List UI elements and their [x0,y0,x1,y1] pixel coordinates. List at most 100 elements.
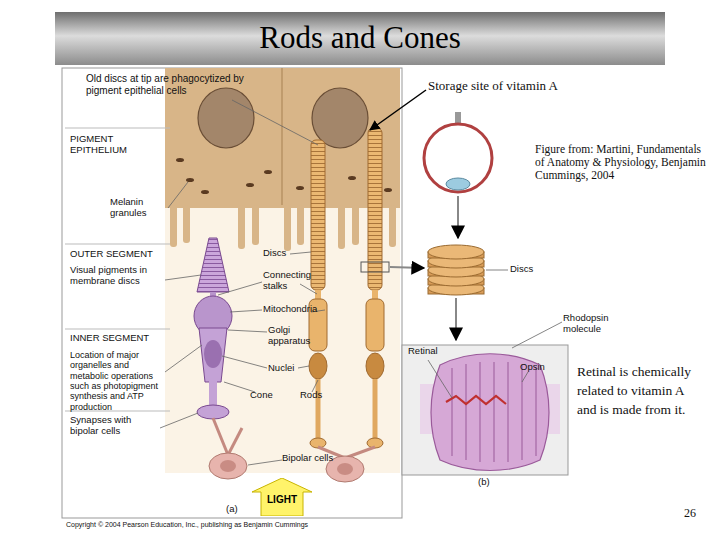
copyright-note: Copyright © 2004 Pearson Education, Inc.… [66,521,396,529]
pigment-epithelium [165,68,400,208]
leader-line [222,356,267,368]
figure-frame [62,68,402,518]
rod-synapse [310,438,326,448]
separator-line [65,244,170,245]
epithelium-processes [170,205,396,251]
leader-line [165,275,201,280]
cell-boundary [281,68,282,205]
opsin-helices [452,362,536,462]
source-note: Figure from: Martini, Fundamentals of An… [535,143,707,183]
epithelium-process [238,205,245,249]
connecting-stalk [372,290,378,299]
callout-arrow [370,90,426,130]
epithelium-process [170,205,177,247]
leader-line [522,372,528,382]
optic-nerve [455,112,461,124]
rod-outer-segment [311,140,325,290]
slide-title: Rods and Cones [55,21,665,55]
helix [452,368,453,456]
zoom-box [361,262,389,272]
disc-top [428,245,484,259]
eye-icon [424,124,492,192]
melanin-granules [176,158,392,194]
melanin-granule [176,158,184,162]
part-label: Bipolar cells [282,453,352,464]
leader-line [486,270,508,271]
epithelial-nucleus [198,88,254,148]
epithelial-nucleus [312,88,368,148]
light-arrow: LIGHT [252,478,312,516]
melanin-granule [384,188,392,192]
rod-synapse [367,438,383,448]
melanin-granule [201,190,209,194]
leader-line [248,460,282,465]
epithelium-process [284,205,291,251]
part-label: Melanin granules [110,197,168,219]
zoom-arrow [457,196,459,238]
leader-line [232,100,318,145]
zoom-arrow [390,267,424,268]
helix [494,362,495,462]
leader-line [218,282,262,295]
bipolar-dendrite [228,428,242,455]
layer-note: Location of major organelles and metabol… [70,350,168,412]
rod-nucleus [366,353,384,379]
part-label: Discs [263,248,303,259]
part-label: Mitochondria [263,304,333,315]
title-bar [55,12,665,65]
helix [536,368,537,456]
rod-axon [316,379,321,440]
epithelium-process [389,205,396,247]
epithelium-process [338,205,345,249]
layer-note: Synapses with bipolar cells [70,415,162,437]
panel-letter: (b) [478,477,500,488]
leader-line [300,284,317,294]
part-label: Rhodopsin molecule [563,313,638,335]
eye-lens [446,178,470,190]
layer-note: Visual pigments in membrane discs [70,265,165,287]
leader-line [228,330,267,332]
part-label: Rods [300,390,330,401]
zoom-arrow [455,298,457,340]
helix [466,364,467,460]
separator-line [65,128,170,129]
melanin-granule [296,186,304,190]
part-label: Cone [250,390,280,401]
part-label: Connecting stalks [263,270,318,292]
bipolar-dendrites [213,418,375,458]
leader-lines [160,100,345,480]
callout-note: Old discs at tip are phagocytized by pig… [86,73,258,96]
epithelium-process [297,205,304,245]
part-label: Nuclei [268,363,308,374]
epithelium-process [252,205,259,245]
panel-letter: (a) [226,504,248,515]
leader-line [290,252,311,254]
leader-line [165,345,202,372]
part-label: Golgi apparatus [268,325,318,347]
retinal-chain [446,396,506,404]
separator-line [65,329,170,330]
cone-outer-segment [197,238,229,292]
part-label: Opsin [520,362,560,373]
epithelium-process [352,205,359,245]
melanin-granule [246,183,254,187]
helix [522,364,523,460]
leader-line [168,182,188,208]
connecting-stalk [315,290,321,299]
helix [508,362,509,462]
leader-line [160,413,198,428]
melanin-granule [348,176,356,180]
bipolar-cell [209,453,247,479]
retina-background [165,205,400,473]
bipolar-dendrite [213,418,228,455]
cone-cell-body [199,328,227,382]
page-number: 26 [684,507,714,521]
rod-axon [373,379,378,440]
part-label: Discs [510,264,550,275]
explanation-note: Retinal is chemically related to vitamin… [577,363,701,420]
callout-note: Storage site of vitamin A [428,79,628,94]
part-label: Retinal [408,346,448,357]
layer-label: OUTER SEGMENT [70,249,165,260]
arrow-outline [252,478,312,516]
helix [480,362,481,462]
